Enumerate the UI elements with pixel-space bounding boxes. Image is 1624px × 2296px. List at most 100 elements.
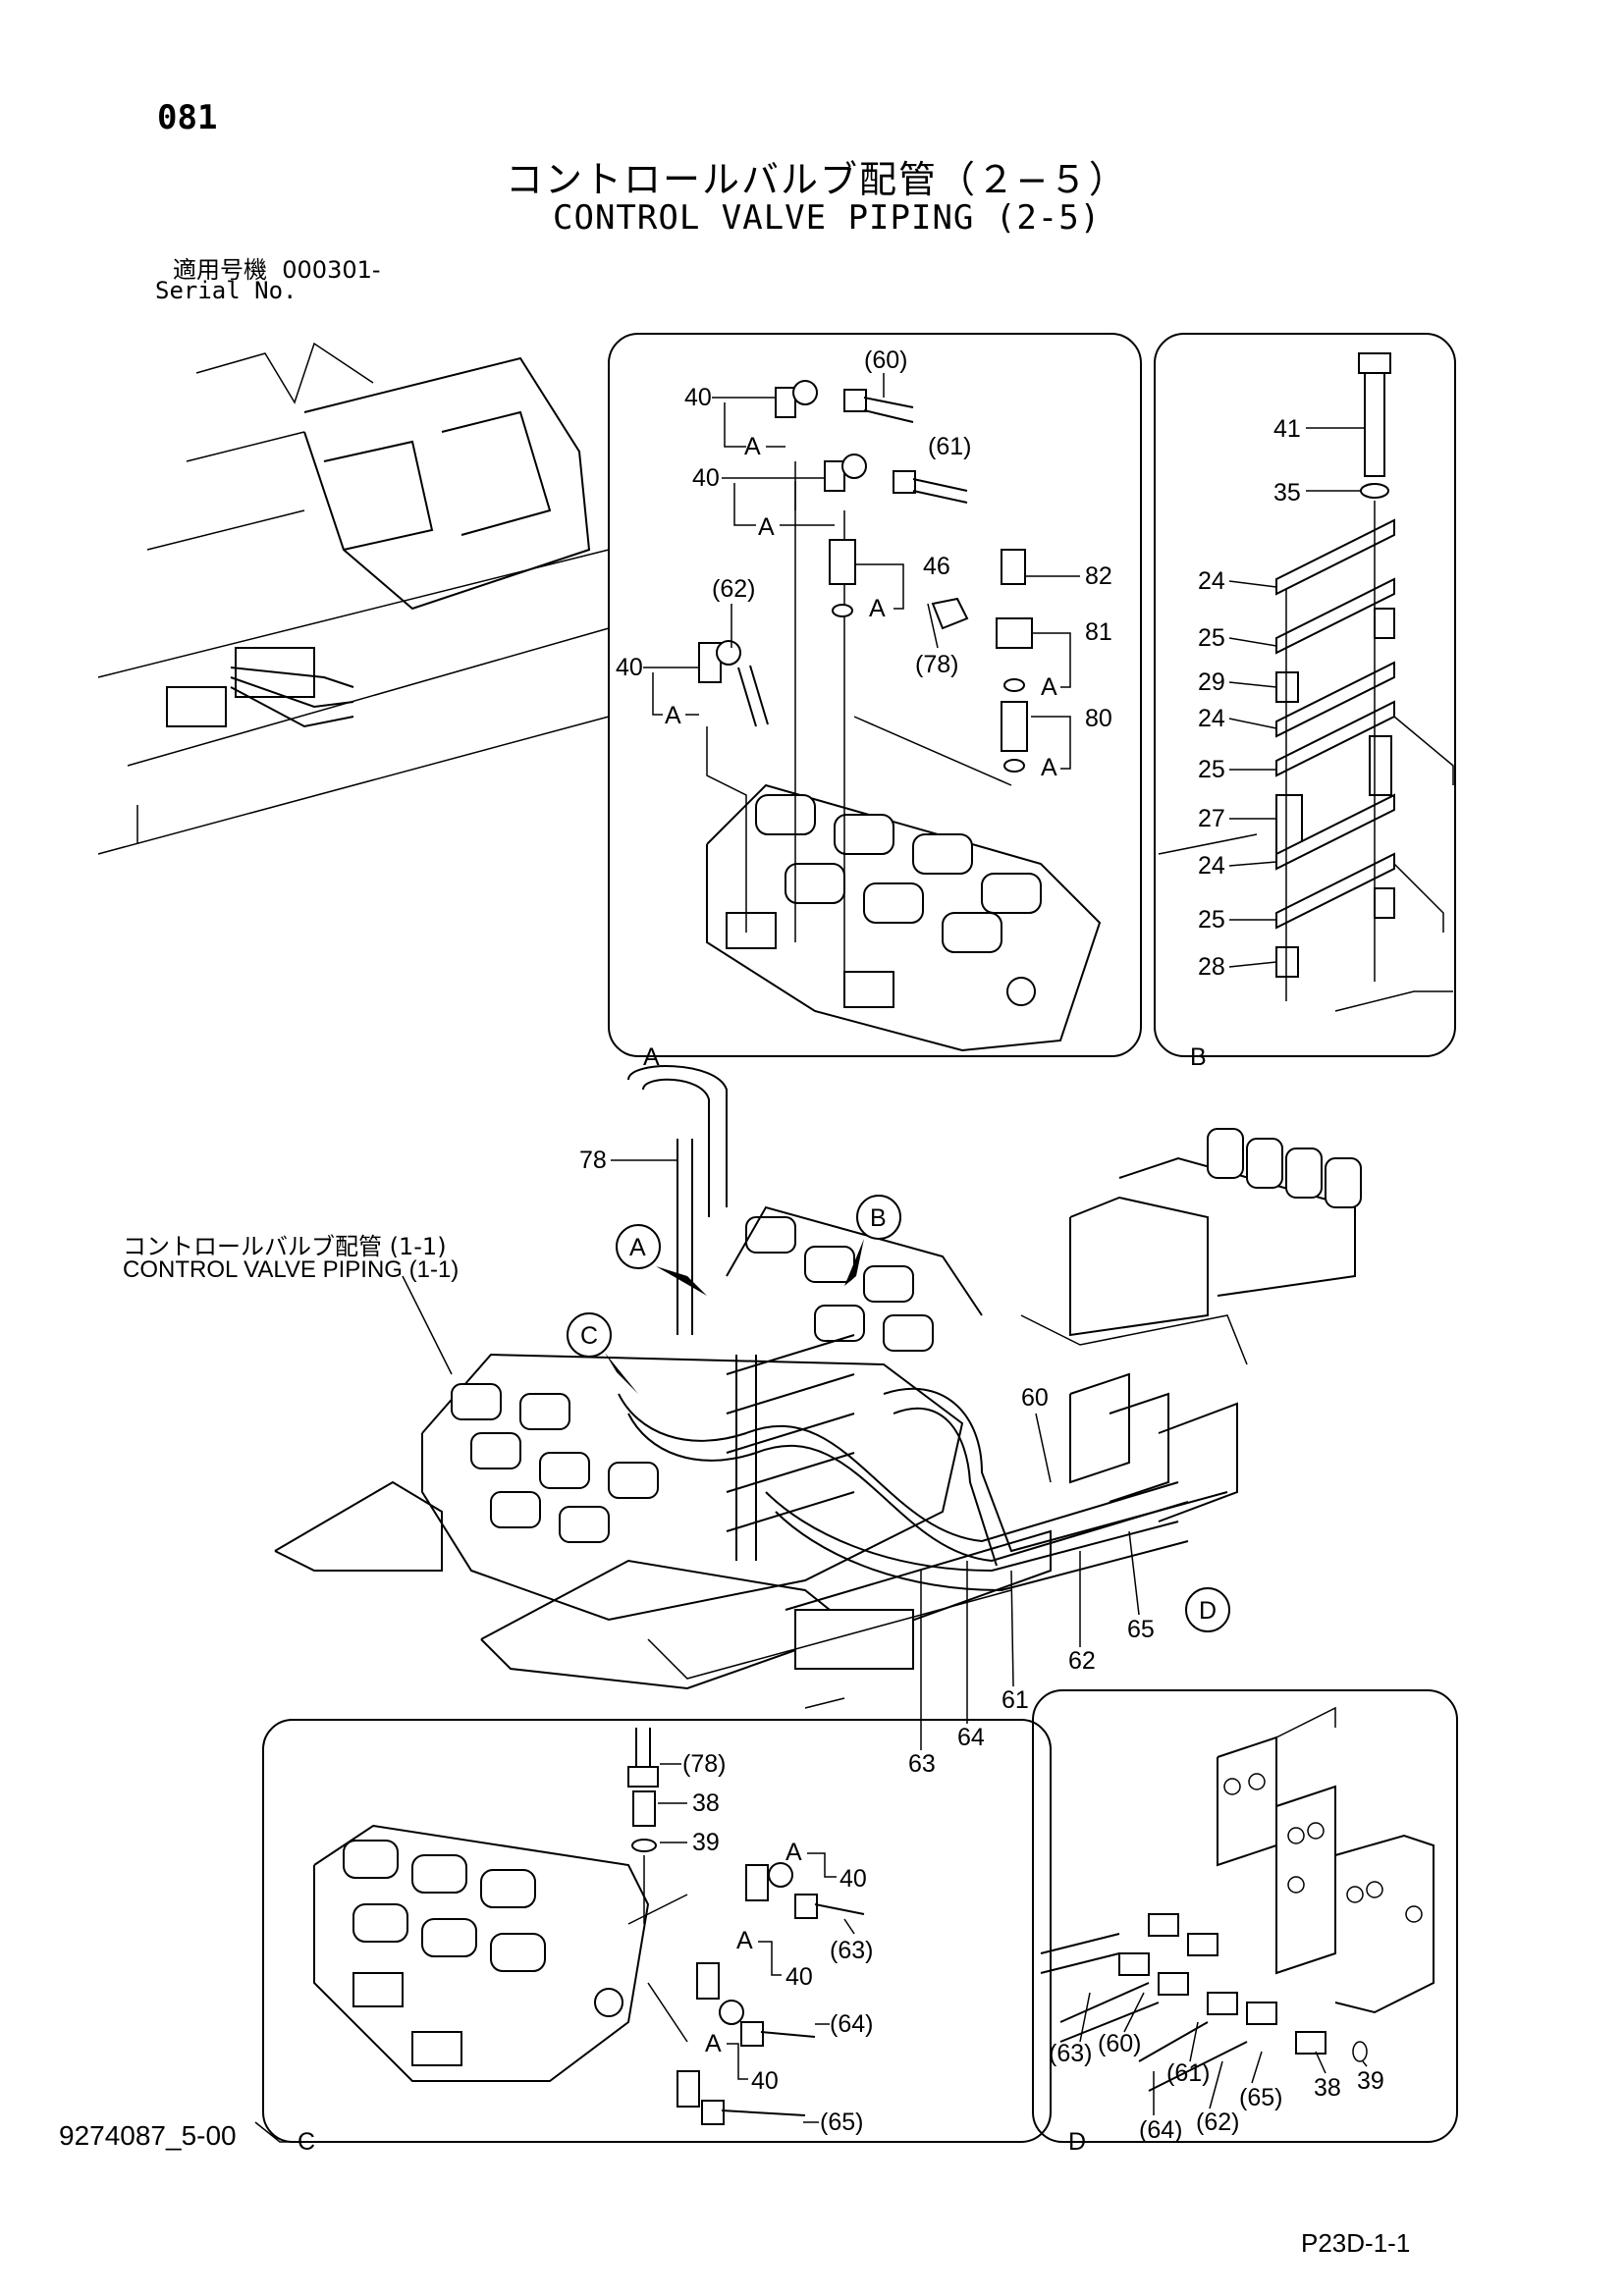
label: (65) (820, 2109, 863, 2136)
callout-c-arrow (605, 1353, 638, 1394)
label: 39 (692, 1829, 720, 1856)
label: A (1041, 673, 1057, 701)
label: A (705, 2030, 722, 2057)
label: A (744, 433, 761, 460)
label: 24 (1198, 567, 1225, 595)
label: (78) (915, 651, 958, 678)
label: 46 (923, 553, 950, 580)
label: (61) (1166, 2059, 1210, 2087)
label: 40 (684, 384, 712, 411)
label: (61) (928, 433, 971, 460)
label: 27 (1198, 805, 1225, 832)
label: 25 (1198, 906, 1225, 934)
label: A (665, 702, 681, 729)
callout-c-label: C (580, 1322, 598, 1350)
main-labels: 78 60 65 62 61 64 63 (579, 1147, 1155, 1778)
label: 28 (1198, 953, 1225, 981)
label: 62 (1068, 1647, 1096, 1675)
label: 25 (1198, 624, 1225, 652)
page-number: 081 (157, 98, 218, 137)
label: A (736, 1927, 753, 1954)
label: 35 (1273, 479, 1301, 507)
label: A (758, 513, 775, 541)
label: 61 (1001, 1686, 1029, 1714)
frame-b-letter: B (1190, 1043, 1207, 1071)
label: 40 (692, 464, 720, 492)
label: 78 (579, 1147, 607, 1174)
label: 41 (1273, 415, 1301, 443)
label: (63) (830, 1937, 873, 1964)
callout-a-arrow (656, 1266, 707, 1296)
label: (62) (1196, 2109, 1239, 2136)
detail-frame-d (1032, 1689, 1458, 2143)
valve-block-a (706, 461, 1102, 1052)
label: 80 (1085, 705, 1112, 732)
label: 81 (1085, 618, 1112, 646)
fittings-a (698, 380, 1033, 773)
page-reference: P23D-1-1 (1301, 2228, 1411, 2258)
label: 64 (957, 1724, 985, 1751)
valve-block-c (313, 1728, 865, 2125)
detail-c-labels: (78) 38 39 A 40 (63) A 40 (64) A 40 (65) (658, 1750, 873, 2136)
label: 60 (1021, 1384, 1049, 1412)
label: (63) (1049, 2040, 1092, 2067)
serial-label-japanese: 適用号機 000301- (173, 250, 381, 285)
serial-value: 000301- (282, 256, 381, 284)
label: 24 (1198, 852, 1225, 880)
label: (78) (682, 1750, 726, 1778)
machine-overview-sketch (97, 342, 610, 855)
label: 82 (1085, 562, 1112, 590)
serial-label: Serial No. (155, 277, 298, 304)
frame-c-letter: C (298, 2128, 315, 2156)
label: A (1041, 754, 1057, 781)
label: (62) (712, 575, 755, 603)
label: 25 (1198, 756, 1225, 783)
detail-d-labels: (63) (60) (61) (64) (62) (65) 38 39 (1049, 1992, 1384, 2144)
main-assembly (274, 1065, 1362, 1709)
detail-a-labels: (60) 40 A (61) 40 A 46 A 82 (62) (78) 81… (616, 347, 1112, 781)
detail-frame-a (608, 333, 1142, 1057)
callout-b-label: B (870, 1204, 887, 1232)
callout-d-arrow (1178, 1541, 1198, 1590)
detail-frame-c (262, 1719, 1052, 2143)
callout-b-bubble: B (856, 1195, 901, 1240)
label: 40 (839, 1865, 867, 1893)
detail-b-labels: 41 35 24 25 29 24 25 27 24 25 28 (1198, 415, 1365, 981)
doc-number-leader (254, 2121, 295, 2143)
callout-a-bubble: A (616, 1224, 661, 1269)
bracket-stack-b (1158, 352, 1454, 1012)
label: (60) (1098, 2030, 1141, 2057)
serial-label-ja-text: 適用号機 (173, 256, 267, 284)
label: 38 (692, 1789, 720, 1817)
callout-b-arrow (844, 1239, 864, 1286)
label: 40 (751, 2067, 779, 2095)
label: (64) (1139, 2116, 1182, 2144)
callout-d-bubble: D (1185, 1587, 1230, 1632)
reference-label: CONTROL VALVE PIPING (1-1) (123, 1256, 460, 1283)
page-title-japanese: コントロールバルブ配管（２−５） (506, 158, 1128, 201)
callout-a-label: A (629, 1234, 646, 1261)
detail-frame-b (1154, 333, 1456, 1057)
reference-label-japanese: コントロールバルブ配管 (1-1) (123, 1233, 447, 1260)
label: 40 (785, 1963, 813, 1991)
frame-d-letter: D (1068, 2128, 1086, 2156)
label: A (869, 595, 886, 622)
label: (60) (864, 347, 907, 374)
label: 40 (616, 654, 643, 681)
frame-a-letter: A (643, 1043, 660, 1071)
label: 29 (1198, 668, 1225, 696)
label: (64) (830, 2010, 873, 2038)
label: 65 (1127, 1616, 1155, 1643)
reference-leader (402, 1275, 453, 1375)
label: 38 (1314, 2074, 1341, 2102)
label: 39 (1357, 2067, 1384, 2095)
page-title: CONTROL VALVE PIPING (2-5) (553, 198, 1102, 238)
label: 24 (1198, 705, 1225, 732)
document-number: 9274087_5-00 (59, 2120, 237, 2151)
callout-c-bubble: C (567, 1312, 612, 1358)
label: 63 (908, 1750, 936, 1778)
label: (65) (1239, 2084, 1282, 2111)
label: A (785, 1839, 802, 1866)
callout-d-label: D (1199, 1597, 1217, 1625)
